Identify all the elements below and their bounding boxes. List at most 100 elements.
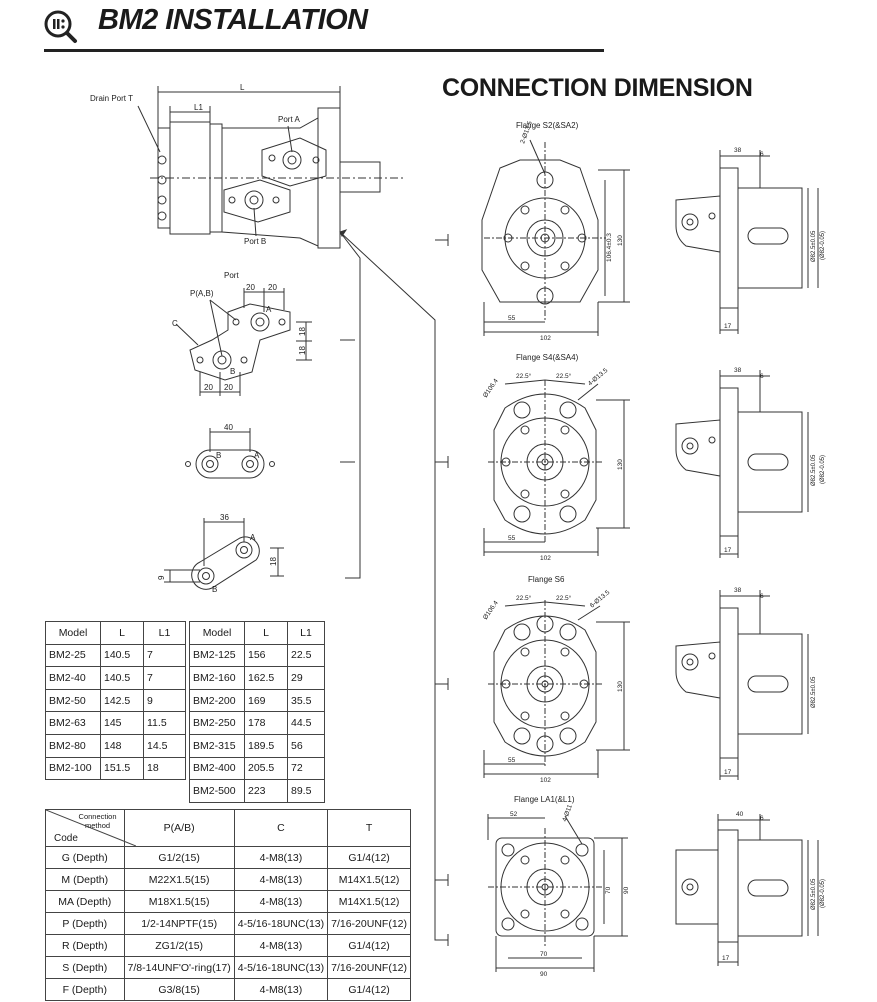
flange-s4-d38: 38: [734, 367, 742, 374]
port-a-mark: A: [266, 305, 272, 314]
oval-a: A: [254, 451, 260, 460]
diag-18: 18: [269, 557, 278, 566]
inspect-icon: [44, 10, 77, 43]
cell: BM2-80: [45, 733, 101, 758]
title-underline: [44, 49, 604, 52]
cell: 162.5: [244, 666, 288, 690]
flange-s2-front: [481, 139, 630, 336]
flange-s2-shaft: Ø82.5±0.05: [811, 230, 817, 262]
motor-side-view: [137, 86, 405, 579]
header-c: C: [233, 809, 329, 847]
header-model: Model: [45, 621, 101, 645]
cell: 142.5: [100, 688, 144, 713]
dim-20c: 20: [204, 383, 213, 392]
dim-20d: 20: [224, 383, 233, 392]
cell: S (Depth): [45, 956, 125, 979]
dim-20b: 20: [268, 283, 277, 292]
diag-9: 9: [157, 575, 166, 580]
flange-s6-angle1: 22.5°: [516, 594, 532, 602]
header-l1: L1: [143, 621, 186, 645]
cell: 44.5: [287, 711, 325, 735]
flange-s6-pcd: Ø106.4: [482, 599, 500, 621]
cell: P (Depth): [45, 912, 125, 935]
table-row: G (Depth)G1/2(15)4-M8(13)G1/4(12): [45, 846, 411, 869]
cell: BM2-315: [189, 733, 245, 758]
flange-s2-d17: 17: [724, 323, 732, 330]
oval-b: B: [216, 451, 221, 460]
flange-s6-d17: 17: [724, 769, 732, 776]
table-row: R (Depth)ZG1/2(15)4-M8(13)G1/4(12): [45, 934, 411, 957]
flange-s6-d6: 6: [760, 593, 764, 600]
cell: M14X1.5(12): [327, 890, 411, 913]
cell: 4-M8(13): [233, 868, 329, 891]
cell: 7/16-20UNF(12): [327, 956, 411, 979]
connection-table: Connection method Code P(A/B) C T G (Dep…: [45, 809, 411, 1001]
cell: 9: [143, 688, 186, 713]
cell: 29: [287, 666, 325, 690]
cell: 169: [244, 688, 288, 713]
port-b-label: Port B: [244, 237, 266, 246]
flange-s4-height: 130: [617, 459, 624, 470]
flange-s2-height: 130: [617, 235, 624, 246]
flange-la1-w52: 52: [510, 811, 518, 818]
flange-s6-shaft: Ø82.5±0.05: [811, 676, 817, 708]
cell: G1/4(12): [327, 846, 411, 869]
cell: R (Depth): [45, 934, 125, 957]
page-header: BM2 INSTALLATION: [0, 0, 877, 56]
flange-s4-title: Flange S4(&SA4): [516, 353, 579, 362]
flange-s6-side: [675, 590, 809, 780]
cell: 178: [244, 711, 288, 735]
table-row: S (Depth)7/8-14UNF'O'-ring(17)4-5/16-18U…: [45, 956, 411, 979]
cell: 89.5: [287, 779, 325, 803]
diag-dim: 36: [220, 513, 229, 522]
flange-la1-title: Flange LA1(&L1): [514, 795, 575, 804]
dim-20a: 20: [246, 283, 255, 292]
cell: BM2-160: [189, 666, 245, 690]
flange-s2-title: Flange S2(&SA2): [516, 121, 579, 130]
flange-la1-d17: 17: [722, 955, 730, 962]
port-detail-title: Port: [224, 271, 239, 280]
cell: M18X1.5(15): [123, 890, 235, 913]
flange-s2-w102: 102: [540, 335, 551, 342]
flange-la1-h90: 90: [623, 886, 630, 894]
flange-s4-side: [675, 370, 809, 558]
cell: M (Depth): [45, 868, 125, 891]
cell: 35.5: [287, 688, 325, 713]
table-row: P (Depth)1/2-14NPTF(15)4-5/16-18UNC(13)7…: [45, 912, 411, 935]
oval-dim: 40: [224, 423, 233, 432]
flange-la1-w70: 70: [540, 951, 548, 958]
corner-bottom-label: Code: [54, 833, 78, 844]
cell: 140.5: [100, 666, 144, 690]
port-detail: [164, 288, 355, 590]
flange-s4-pcd: Ø106.4: [482, 377, 500, 399]
section-title: CONNECTION DIMENSION: [442, 74, 753, 102]
flange-s6-height: 130: [617, 681, 624, 692]
cell: 189.5: [244, 733, 288, 758]
table-row: MA (Depth)M18X1.5(15)4-M8(13)M14X1.5(12): [45, 890, 411, 913]
diagonal-line: [46, 810, 136, 846]
header-l1: L1: [287, 621, 325, 645]
cell: 4-M8(13): [233, 846, 329, 869]
port-b-mark: B: [230, 367, 235, 376]
cell: G1/4(12): [327, 934, 411, 957]
header-model: Model: [189, 621, 245, 645]
cell: 4-M8(13): [233, 978, 329, 1001]
cell: BM2-40: [45, 666, 101, 690]
cell: 7: [143, 643, 186, 668]
flange-s4-d6: 6: [760, 373, 764, 380]
flange-la1-d40: 40: [736, 811, 744, 818]
flange-s2-pcd: 106.4±0.3: [606, 233, 613, 262]
flange-la1-d6: 6: [760, 815, 764, 822]
flange-s2-shaft2: (Ø82-0.05): [820, 231, 826, 260]
flange-s4-w102: 102: [540, 555, 551, 562]
flange-s4-d17: 17: [724, 547, 732, 554]
